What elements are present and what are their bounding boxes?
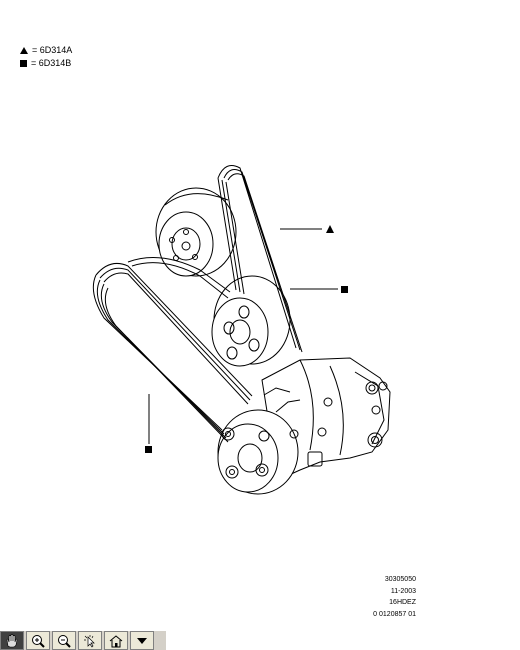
select-pointer-icon [84,634,95,648]
ref-line-3: 16HDEZ [389,599,416,606]
triangle-marker-icon [20,47,28,54]
legend-item-triangle: = 6D314A [20,44,72,57]
square-marker-icon [20,60,27,67]
select-button[interactable] [78,631,102,650]
upper-pulley [155,187,237,277]
pan-hand-icon [6,633,18,647]
legend: = 6D314A = 6D314B [20,44,72,70]
belt-6d314a [217,165,303,353]
compressor-pulley [217,409,299,495]
belt-6d314b [92,257,253,443]
ref-line-4: 0 0120857 01 [373,610,416,618]
zoom-out-icon [58,634,71,648]
ref-line-1: 30305050 [384,576,416,583]
dropdown-button[interactable] [130,631,154,650]
dropdown-arrow-icon [137,637,147,644]
viewer-toolbar [0,631,166,650]
zoom-in-icon [32,634,45,648]
zoom-out-button[interactable] [52,631,76,650]
pan-button[interactable] [0,631,24,650]
home-icon [109,634,123,647]
ref-line-2: 11-2003 [390,587,416,595]
belt-routing-diagram [92,165,391,495]
callout-triangle-icon [326,225,334,233]
legend-item-square: = 6D314B [20,57,72,70]
middle-pulley [211,275,291,367]
reference-codes: 30305050 11-2003 16HDEZ 0 0120857 01 [358,574,416,620]
legend-text-triangle: = 6D314A [32,45,73,55]
legend-text-square: = 6D314B [31,58,72,68]
home-button[interactable] [104,631,128,650]
callout-square-lower-icon [145,446,152,453]
callout-square-icon [341,286,348,293]
zoom-in-button[interactable] [26,631,50,650]
